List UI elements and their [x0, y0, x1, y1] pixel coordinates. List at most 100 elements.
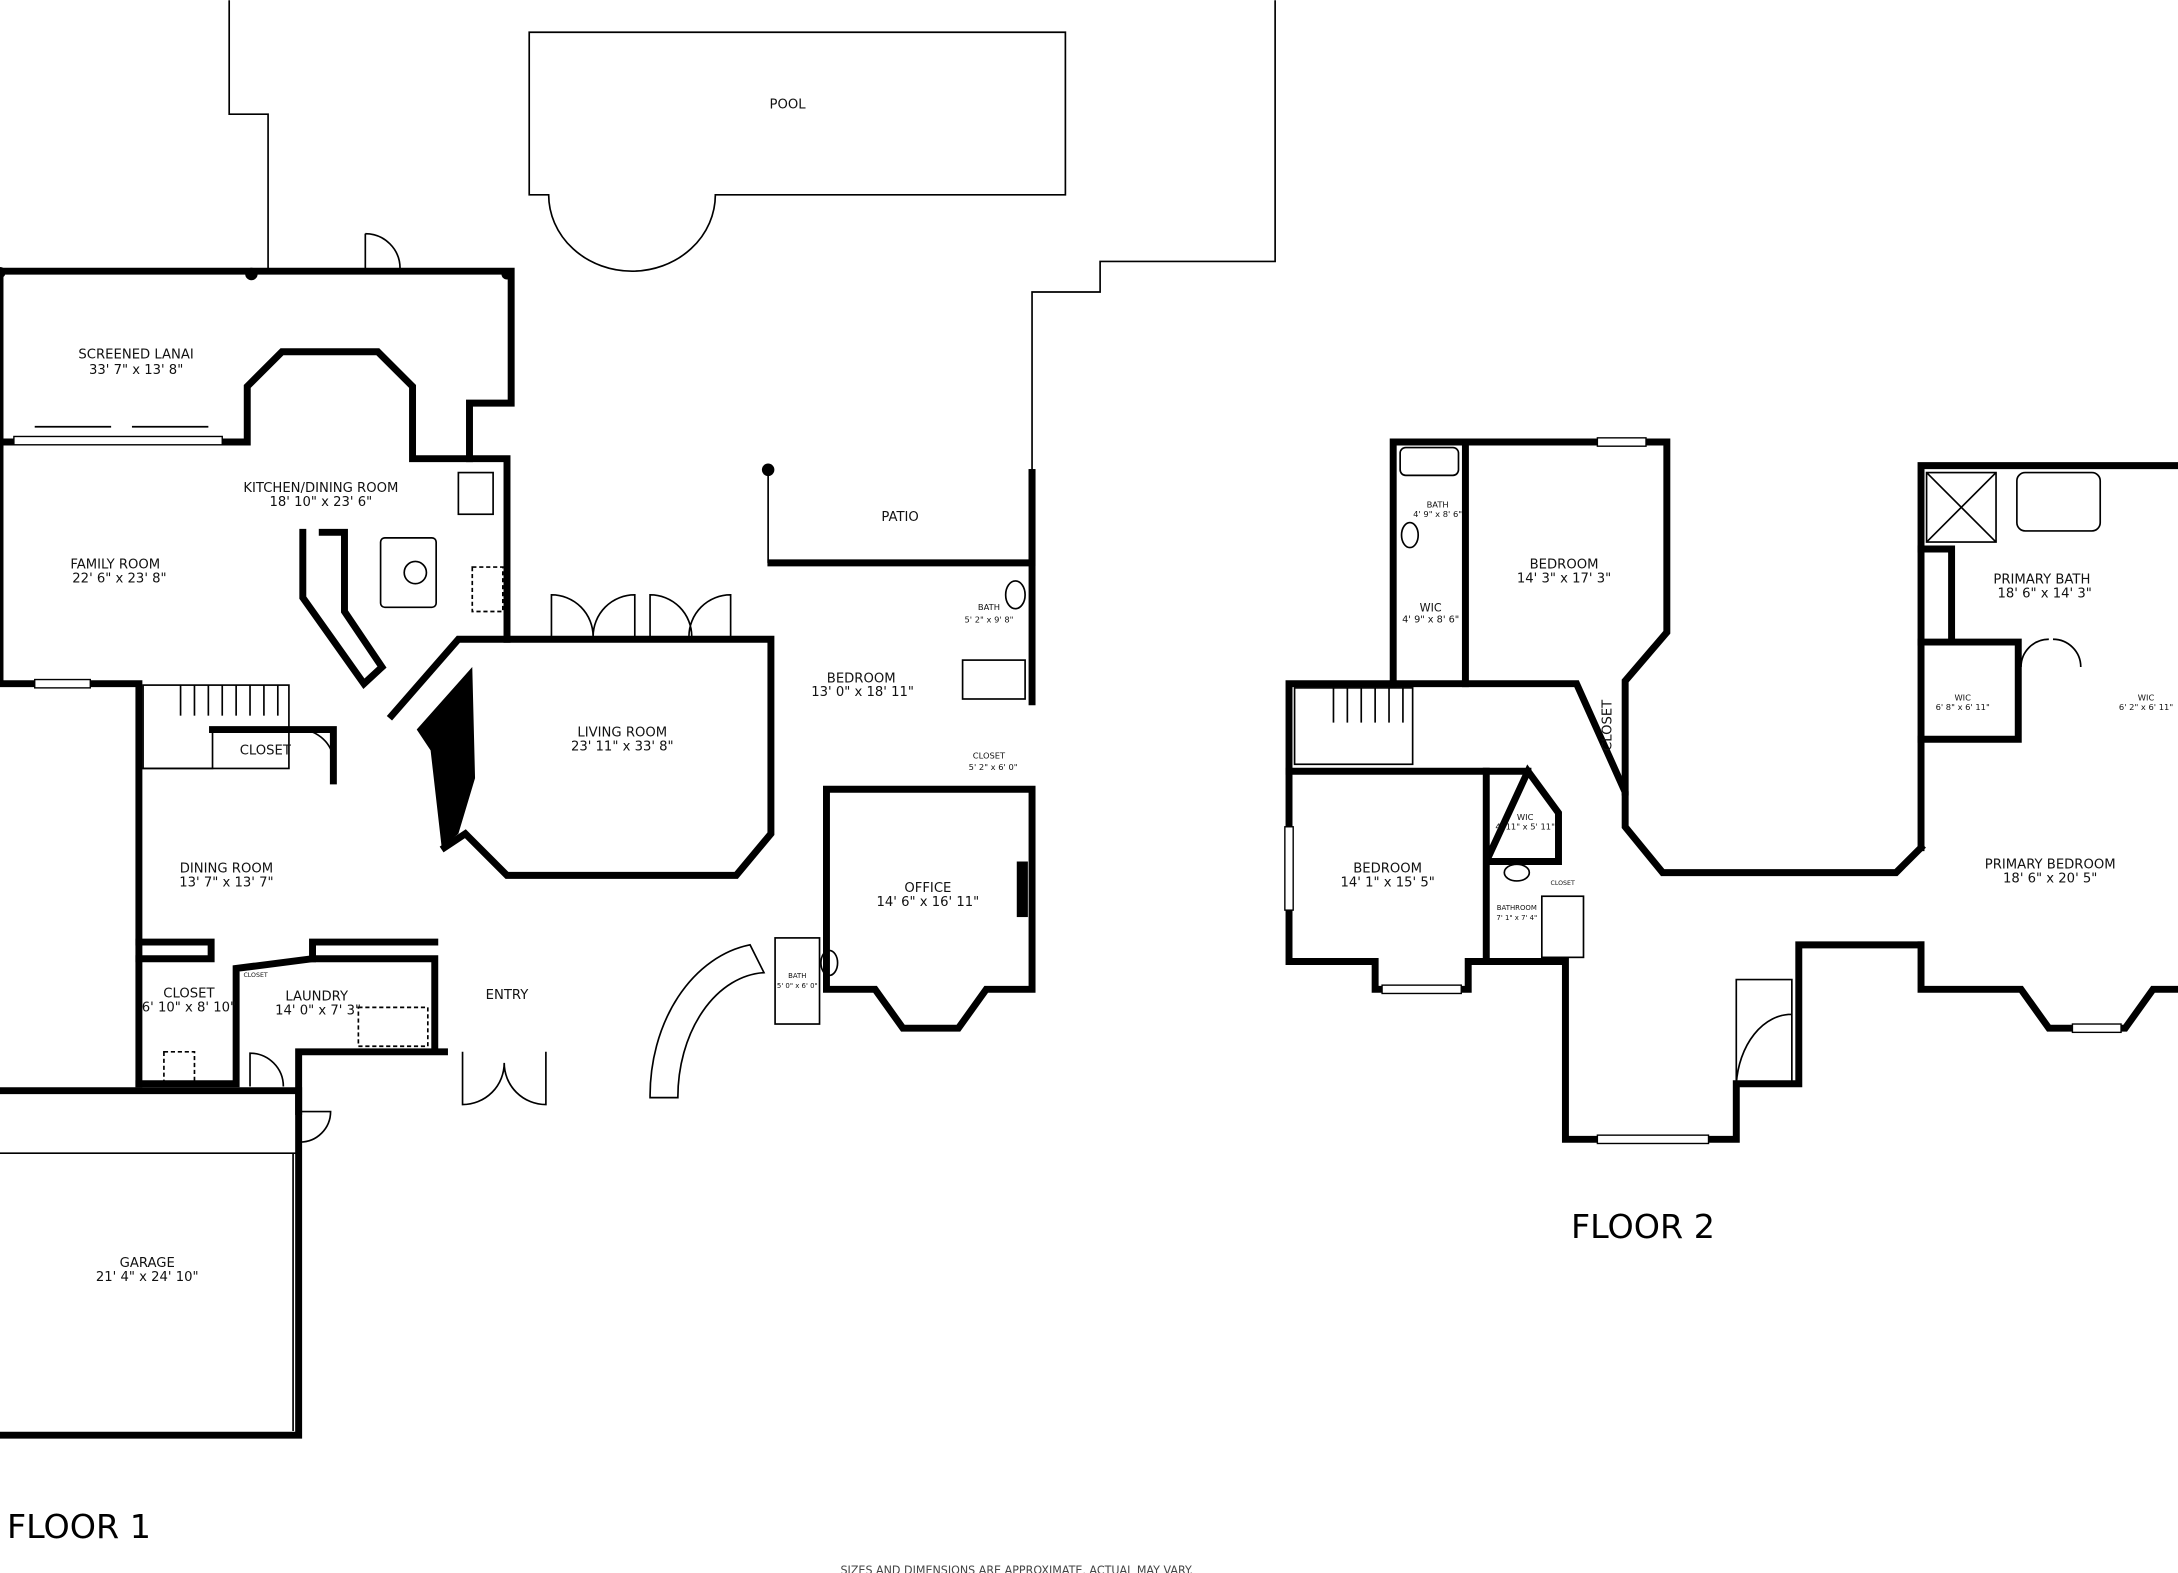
wall: [0, 438, 143, 1088]
room-label: DINING ROOM: [180, 862, 273, 877]
wall: [1917, 941, 2178, 1032]
room-label: FAMILY ROOM: [70, 557, 160, 572]
fireplace: [1016, 861, 1028, 918]
room-label: OFFICE: [904, 881, 951, 896]
fireplace: [416, 667, 476, 848]
bathtub: [2016, 471, 2102, 532]
appliance: [163, 1050, 196, 1084]
toilet-icon: [820, 949, 839, 977]
room-label: CLOSET: [163, 987, 215, 1002]
wall: [309, 938, 439, 963]
french-doors: [550, 593, 732, 640]
window: [1596, 1134, 1710, 1145]
room-label: CLOSET: [1551, 880, 1575, 887]
floor-1-title: FLOOR 1: [7, 1507, 151, 1546]
room-label: SCREENED LANAI: [78, 348, 193, 363]
window: [1284, 826, 1294, 911]
bathtub: [961, 659, 1026, 700]
room-dims: 22' 6" x 23' 8": [72, 571, 166, 586]
toilet-icon: [1400, 521, 1420, 549]
sink-icon: [457, 471, 494, 516]
half-bath: [774, 937, 821, 1025]
room-dims: 14' 0" x 7' 3": [275, 1003, 361, 1018]
garage-walls: [0, 1087, 303, 1439]
door-swing: [300, 1110, 332, 1143]
post: [761, 463, 775, 477]
post: [245, 267, 258, 281]
floor-1-labels: POOL SCREENED LANAI 33' 7" x 13' 8" KITC…: [70, 98, 1017, 1285]
window: [2071, 1023, 2122, 1034]
room-label: WIC: [2138, 692, 2155, 702]
room-label: CLOSET: [1600, 699, 1615, 751]
shower: [1540, 895, 1585, 959]
room-dims: 5' 2" x 9' 8": [965, 615, 1014, 625]
room-dims: 18' 6" x 20' 5": [2003, 871, 2097, 886]
room-dims: 6' 10" x 8' 10": [142, 1001, 236, 1016]
lot-line: [1031, 0, 1276, 473]
room-dims: 4' 11" x 5' 11": [1495, 822, 1555, 832]
sink-icon: [1503, 863, 1531, 882]
room-dims: 7' 1" x 7' 4": [1496, 914, 1537, 922]
room-label: LIVING ROOM: [577, 725, 667, 740]
wall: [135, 955, 439, 1088]
room-label: PATIO: [881, 510, 918, 525]
floor-1-plan: POOL SCREENED LANAI 33' 7" x 13' 8" KITC…: [0, 0, 1276, 1546]
room-label: CLOSET: [243, 972, 267, 979]
window: [1381, 984, 1462, 995]
room-dims: 14' 3" x 17' 3": [1517, 571, 1611, 586]
wall: [1389, 680, 1926, 877]
room-dims: 33' 7" x 13' 8": [89, 363, 183, 378]
floor-2-title: FLOOR 2: [1571, 1207, 1715, 1246]
room-dims: 18' 10" x 23' 6": [270, 495, 373, 510]
room-label: WIC: [1954, 692, 1971, 702]
wall: [1917, 638, 2022, 743]
lanai-wall: [0, 267, 515, 463]
room-dims: 13' 0" x 18' 11": [811, 685, 914, 700]
room-label: CLOSET: [973, 751, 1006, 761]
room-label: KITCHEN/DINING ROOM: [243, 481, 398, 496]
stair-treads: [1332, 687, 1404, 723]
room-label: BATH: [1427, 499, 1449, 509]
room-label: CLOSET: [240, 744, 292, 759]
counter: [299, 528, 387, 689]
wall: [1917, 545, 1956, 643]
bathtub: [1399, 446, 1460, 477]
room-label: ENTRY: [486, 988, 530, 1003]
disclaimer: SIZES AND DIMENSIONS ARE APPROXIMATE, AC…: [840, 1564, 1193, 1573]
window: [13, 435, 223, 446]
room-label: GARAGE: [120, 1256, 175, 1271]
room-label: BATHROOM: [1497, 904, 1537, 912]
room-label: BEDROOM: [1353, 862, 1422, 877]
room-dims: 5' 2" x 6' 0": [969, 762, 1018, 772]
cooktop-icon: [403, 560, 428, 585]
floor-2-labels: BATH 4' 9" x 8' 6" BEDROOM 14' 3" x 17' …: [1340, 499, 2173, 922]
room-dims: 14' 1" x 15' 5": [1340, 876, 1434, 891]
room-label: BEDROOM: [1530, 557, 1599, 572]
window: [34, 678, 91, 689]
curved-stairs: [649, 943, 766, 1099]
appliance: [471, 566, 504, 613]
room-dims: 4' 9" x 8' 6": [1402, 615, 1459, 626]
room-dims: 4' 9" x 8' 6": [1413, 509, 1462, 519]
kitchen-island: [379, 537, 437, 609]
room-dims: 23' 11" x 33' 8": [571, 739, 674, 754]
room-label: BEDROOM: [827, 671, 896, 686]
wall: [295, 1048, 448, 1116]
room-label: WIC: [1420, 601, 1442, 614]
door-swing: [138, 728, 335, 770]
wall: [1917, 462, 2178, 852]
post: [501, 268, 513, 280]
room-label: WIC: [1517, 812, 1534, 822]
lot-line: [228, 0, 269, 269]
washer-dryer: [357, 1006, 429, 1048]
room-dims: 21' 4" x 24' 10": [96, 1270, 199, 1285]
double-door: [2020, 638, 2082, 668]
room-dims: 5' 0" x 6' 0": [777, 982, 818, 990]
room-label: PRIMARY BEDROOM: [1985, 857, 2116, 872]
post: [0, 267, 6, 279]
room-dims: 6' 2" x 6' 11": [2119, 702, 2173, 712]
room-label: POOL: [770, 98, 807, 113]
pool-outline: [528, 31, 1067, 272]
wall: [135, 938, 215, 963]
room-label: PRIMARY BATH: [1993, 573, 2090, 588]
